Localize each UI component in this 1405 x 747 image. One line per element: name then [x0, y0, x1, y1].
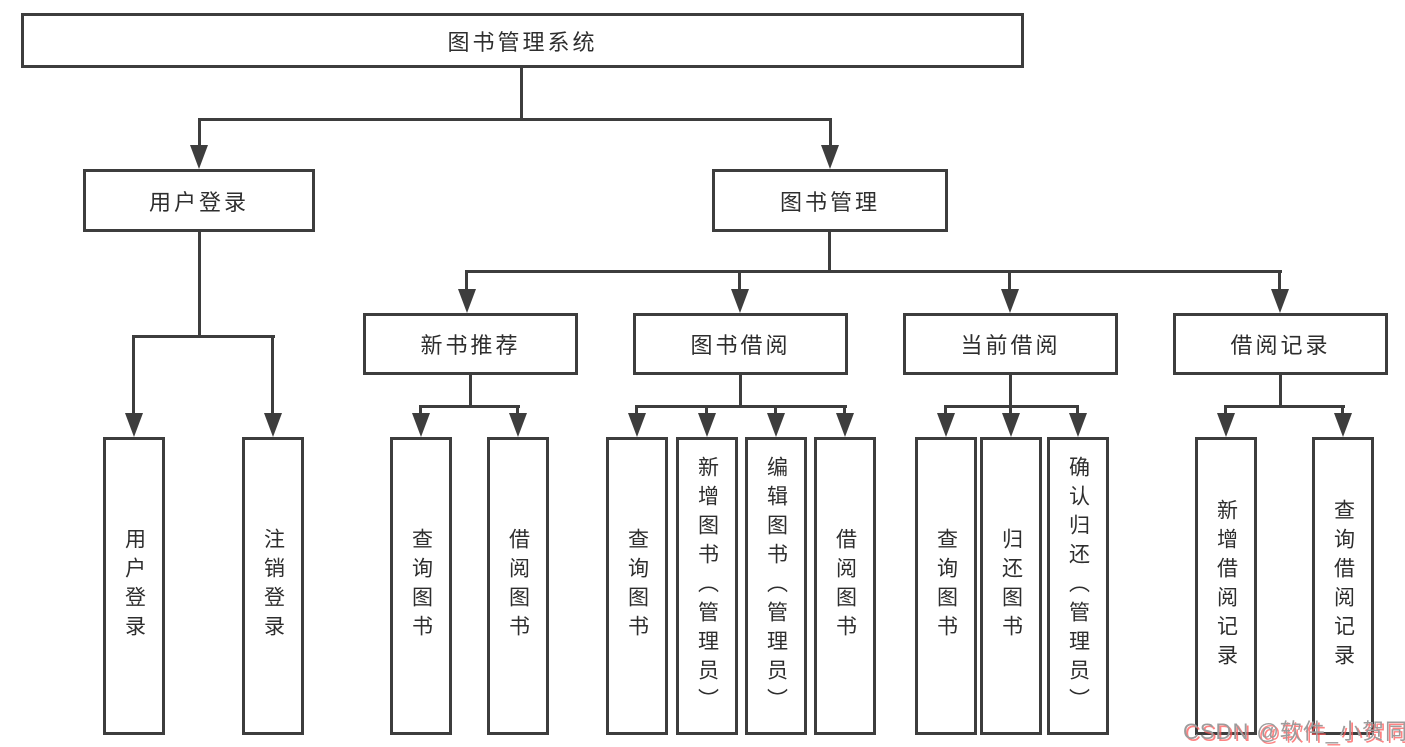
connector-line [944, 405, 947, 417]
connector-line [828, 232, 831, 273]
leaf-confirm-return-admin: 确认归还（管理员） [1047, 437, 1109, 735]
arrowhead-icon [1217, 413, 1235, 437]
arrowhead-icon [1001, 289, 1019, 313]
connector-line [1278, 270, 1281, 291]
arrowhead-icon [1334, 413, 1352, 437]
arrowhead-icon [937, 413, 955, 437]
leaf-query-books: 查询图书 [390, 437, 452, 735]
leaf-query-books: 查询图书 [915, 437, 977, 735]
connector-line [1224, 405, 1227, 417]
arrowhead-icon [698, 413, 716, 437]
node-root: 图书管理系统 [21, 13, 1024, 68]
leaf-logout: 注销登录 [242, 437, 304, 735]
connector-line [1279, 375, 1282, 408]
leaf-query-borrow-record: 查询借阅记录 [1312, 437, 1374, 735]
arrowhead-icon [412, 413, 430, 437]
connector-line [843, 405, 846, 417]
connector-line [705, 405, 708, 417]
connector-line [739, 375, 742, 408]
connector-line [516, 405, 519, 417]
arrowhead-icon [628, 413, 646, 437]
leaf-return-books: 归还图书 [980, 437, 1042, 735]
connector-line [420, 405, 520, 408]
arrowhead-icon [731, 289, 749, 313]
leaf-user-login: 用户登录 [103, 437, 165, 735]
leaf-borrow-books: 借阅图书 [487, 437, 549, 735]
leaf-query-books: 查询图书 [606, 437, 668, 735]
node-user-login: 用户登录 [83, 169, 315, 232]
leaf-add-books-admin: 新增图书（管理员） [676, 437, 738, 735]
node-new-book-recommend: 新书推荐 [363, 313, 578, 375]
connector-line [132, 335, 135, 415]
arrowhead-icon [1069, 413, 1087, 437]
arrowhead-icon [767, 413, 785, 437]
connector-line [1341, 405, 1344, 417]
arrowhead-icon [509, 413, 527, 437]
connector-line [1225, 405, 1345, 408]
node-book-management: 图书管理 [712, 169, 948, 232]
arrowhead-icon [1271, 289, 1289, 313]
csdn-watermark: CSDN @软件_小贺同学 [1183, 719, 1405, 744]
leaf-add-borrow-record: 新增借阅记录 [1195, 437, 1257, 735]
connector-line [198, 232, 201, 338]
leaf-edit-books-admin: 编辑图书（管理员） [745, 437, 807, 735]
connector-line [1076, 405, 1079, 417]
connector-line [945, 405, 1079, 408]
connector-line [829, 118, 832, 148]
connector-line [465, 270, 1282, 273]
connector-line [198, 118, 201, 148]
arrowhead-icon [125, 413, 143, 437]
leaf-borrow-books: 借阅图书 [814, 437, 876, 735]
arrowhead-icon [836, 413, 854, 437]
connector-line [419, 405, 422, 417]
arrowhead-icon [458, 289, 476, 313]
connector-line [738, 270, 741, 291]
connector-line [198, 118, 832, 121]
connector-line [636, 405, 847, 408]
connector-line [469, 375, 472, 408]
connector-line [520, 68, 523, 118]
connector-line [1009, 405, 1012, 417]
node-borrow-records: 借阅记录 [1173, 313, 1388, 375]
arrowhead-icon [190, 145, 208, 169]
arrowhead-icon [1002, 413, 1020, 437]
connector-line [271, 335, 274, 415]
connector-line [635, 405, 638, 417]
arrowhead-icon [264, 413, 282, 437]
connector-line [1009, 375, 1012, 408]
connector-line [1008, 270, 1011, 291]
connector-line [132, 335, 275, 338]
arrowhead-icon [821, 145, 839, 169]
connector-line [774, 405, 777, 417]
node-current-borrow: 当前借阅 [903, 313, 1118, 375]
node-book-borrow: 图书借阅 [633, 313, 848, 375]
connector-line [465, 270, 468, 291]
